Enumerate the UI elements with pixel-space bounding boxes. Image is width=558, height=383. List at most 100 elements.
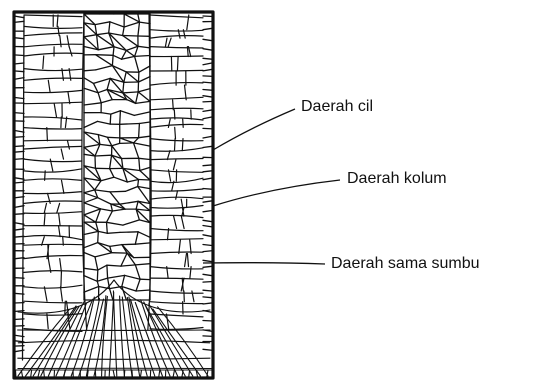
columnar-grain-boundary: [150, 291, 203, 293]
equiaxed-grain-boundary: [100, 144, 112, 145]
equiaxed-grain-boundary: [107, 78, 110, 89]
columnar-grain-divider: [47, 314, 48, 329]
equiaxed-grain-boundary: [111, 111, 121, 114]
columnar-grain-divider: [173, 160, 176, 170]
leader-lines: [203, 109, 340, 264]
chill-grain-boundary: [14, 236, 24, 237]
columnar-grain-divider: [59, 213, 61, 226]
equiaxed-grain-boundary: [121, 253, 127, 266]
equiaxed-grain-boundary: [139, 66, 150, 72]
equiaxed-grain-boundary: [107, 265, 121, 266]
equiaxed-grain-boundary: [95, 190, 110, 192]
columnar-grain-divider: [57, 203, 60, 213]
equiaxed-grain-boundary: [123, 82, 124, 93]
columnar-grain-boundary: [150, 15, 203, 18]
equiaxed-grain-boundary: [139, 180, 151, 181]
columnar-grain-divider: [54, 104, 56, 117]
columnar-grain-boundary: [150, 108, 203, 110]
columnar-grain-boundary: [24, 271, 82, 273]
bottom-chill-grain: [124, 370, 125, 378]
bottom-columnar-grain: [109, 292, 114, 376]
columnar-grain-divider: [181, 216, 184, 228]
chill-grain-boundary: [14, 214, 24, 215]
equiaxed-grain-boundary: [84, 144, 100, 147]
columnar-grain-divider: [192, 291, 194, 302]
equiaxed-grain-boundary: [122, 275, 125, 286]
equiaxed-grain-boundary: [107, 232, 120, 233]
columnar-grain-boundary: [24, 53, 82, 56]
equiaxed-grain-boundary: [122, 245, 134, 258]
columnar-grain-divider: [44, 287, 47, 301]
chill-grain-boundary: [14, 55, 24, 56]
bottom-columnar-grain: [56, 303, 87, 376]
equiaxed-grain-boundary: [107, 222, 123, 225]
equiaxed-grain-boundary: [127, 180, 138, 183]
columnar-grain-divider: [167, 314, 169, 329]
columnar-grain-boundary: [150, 139, 203, 141]
columnar-grain-boundary: [24, 285, 82, 288]
equiaxed-grain-boundary: [120, 138, 134, 143]
bottom-columnar-grain: [131, 299, 155, 376]
chill-zone-label: Daerah cil: [301, 99, 373, 115]
columnar-grain-boundary: [24, 255, 82, 258]
equiaxed-grain-boundary: [98, 93, 101, 103]
equiaxed-grain-boundary: [121, 265, 135, 266]
equiaxed-zone-region: [84, 14, 150, 300]
equiaxed-grain-boundary: [120, 124, 140, 125]
equiaxed-grain-boundary: [134, 112, 150, 116]
equiaxed-grain-boundary: [110, 114, 111, 124]
equiaxed-grain-boundary: [113, 47, 114, 56]
equiaxed-grain-boundary: [134, 138, 139, 143]
columnar-grain-boundary: [150, 30, 203, 31]
chill-grain-boundary: [14, 278, 24, 279]
columnar-grain-boundary: [24, 301, 82, 303]
chill-zone-boundary: [23, 16, 24, 360]
chill-zone-boundary: [212, 16, 213, 360]
equiaxed-grain-boundary: [97, 33, 109, 35]
chill-grain-boundary: [203, 282, 213, 283]
chill-grain-boundary: [203, 189, 213, 190]
equiaxed-grain-boundary: [138, 89, 150, 92]
equiaxed-grain-boundary: [123, 27, 125, 36]
columnar-grain-divider: [173, 100, 174, 110]
equiaxed-grain-boundary: [84, 203, 101, 209]
equiaxed-grain-boundary: [139, 136, 150, 138]
equiaxed-grain-boundary: [124, 72, 126, 82]
equiaxed-grain-boundary: [140, 22, 151, 24]
columnar-grain-divider: [181, 199, 183, 207]
columnar-grain-boundary: [24, 201, 82, 203]
equiaxed-grain-boundary: [95, 181, 101, 190]
chill-grain-boundary: [14, 311, 24, 312]
columnar-grain-boundary: [150, 206, 203, 209]
equiaxed-grain-boundary: [138, 232, 150, 238]
columnar-grain-divider: [48, 80, 50, 92]
columnar-grain-divider: [44, 203, 46, 213]
equiaxed-grain-boundary: [110, 289, 113, 300]
columnar-grain-boundary: [150, 124, 203, 127]
equiaxed-grain-boundary: [98, 90, 107, 93]
equiaxed-grain-boundary: [97, 278, 107, 281]
columnar-grain-divider: [58, 26, 59, 35]
equiaxed-grain-boundary: [84, 70, 96, 71]
chill-grain-boundary: [203, 297, 213, 298]
columnar-grain-boundary: [150, 215, 203, 217]
columnar-grain-boundary: [24, 33, 82, 36]
equiaxed-grain-boundary: [98, 231, 99, 242]
columnar-grain-boundary: [24, 117, 82, 120]
chill-grain-boundary: [203, 336, 213, 337]
equiaxed-grain-boundary: [84, 287, 99, 293]
columnar-grain-boundary: [150, 239, 203, 240]
equiaxed-grain-boundary: [109, 22, 110, 33]
columnar-grain-divider: [174, 110, 175, 119]
columnar-grain-divider: [167, 151, 170, 160]
bottom-chill-grain: [132, 370, 133, 378]
columnar-grain-divider: [185, 85, 187, 100]
columnar-grain-boundary: [150, 189, 203, 191]
columnar-grain-boundary: [24, 244, 82, 245]
equiaxed-grain-boundary: [126, 187, 138, 192]
bottom-chill-grain: [95, 370, 96, 378]
columnar-grain-divider: [45, 171, 46, 180]
equiaxed-grain-boundary: [135, 232, 138, 244]
columnar-grain-boundary: [150, 36, 203, 38]
equiaxed-grain-boundary: [124, 22, 139, 27]
